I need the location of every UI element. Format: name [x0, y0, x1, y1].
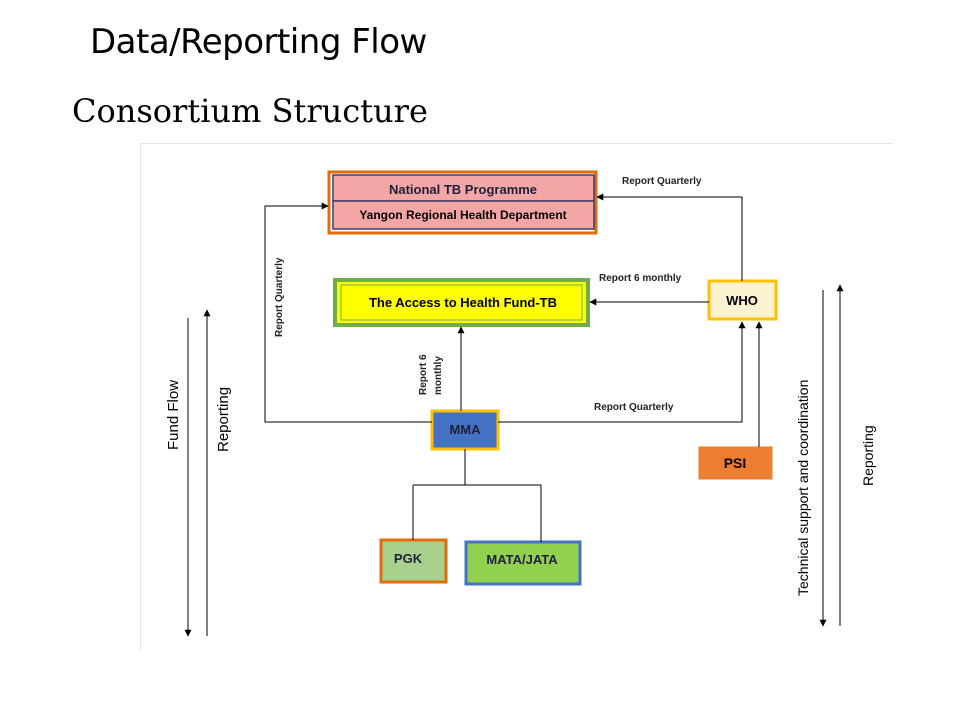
label-mma-a2h-1: Report 6	[418, 354, 429, 395]
pgk-label: PGK	[394, 551, 423, 566]
slide-subtitle: Consortium Structure	[72, 92, 428, 130]
label-technical-support: Technical support and coordination	[795, 380, 811, 596]
label-mma-a2h-2: monthly	[433, 356, 444, 395]
edge-mma-who	[498, 321, 746, 423]
a2h-label: The Access to Health Fund-TB	[369, 295, 557, 310]
node-a2h: The Access to Health Fund-TB	[333, 278, 590, 327]
label-who-a2h: Report 6 monthly	[599, 273, 682, 284]
edge-mma-children	[412, 449, 542, 542]
slide-title: Data/Reporting Flow	[90, 22, 427, 62]
node-ntp: National TB Programme Yangon Regional He…	[327, 170, 598, 235]
yrhd-label: Yangon Regional Health Department	[359, 208, 566, 222]
label-fund-flow: Fund Flow	[165, 380, 182, 450]
who-label: WHO	[726, 293, 758, 308]
edge-who-ntp	[596, 193, 743, 281]
label-mma-who: Report Quarterly	[594, 402, 674, 413]
label-mma-ntp: Report Quarterly	[274, 257, 285, 337]
label-who-ntp: Report Quarterly	[622, 176, 702, 187]
node-mma: MMA	[430, 409, 500, 451]
node-psi: PSI	[698, 446, 773, 480]
label-reporting-left: Reporting	[215, 387, 232, 452]
label-reporting-right: Reporting	[860, 425, 876, 486]
node-pgk: PGK	[379, 538, 448, 584]
mata-label: MATA/JATA	[486, 552, 558, 567]
node-who: WHO	[707, 279, 778, 321]
edge-mma-ntp	[264, 202, 432, 423]
psi-label: PSI	[724, 455, 747, 471]
ntp-label: National TB Programme	[389, 182, 537, 197]
node-mata: MATA/JATA	[464, 540, 582, 586]
mma-label: MMA	[449, 422, 481, 437]
